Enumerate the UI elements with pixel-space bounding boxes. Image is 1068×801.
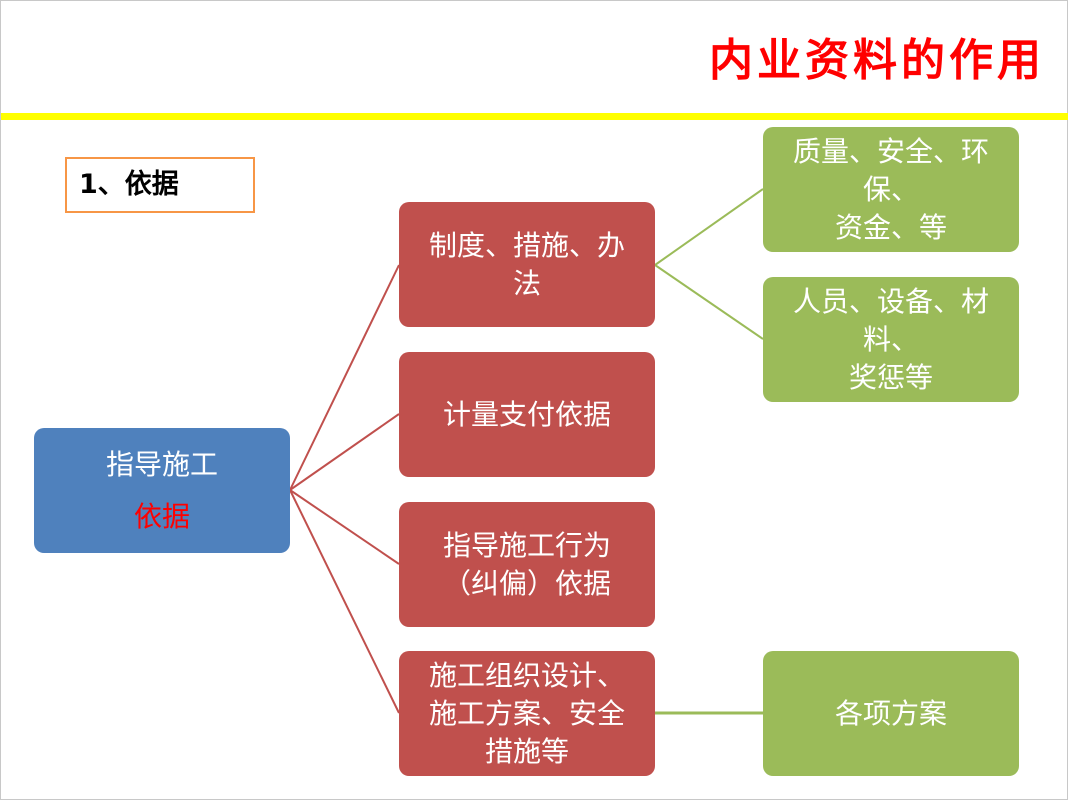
section-label: 1、依据 (65, 157, 255, 213)
leaf-node-line: 奖惩等 (848, 360, 933, 394)
leaf-node-line: 资金、等 (834, 210, 947, 244)
leaf-node-quality-safety: 质量、安全、环保、 资金、等 (763, 127, 1019, 252)
branch-node-payment-basis: 计量支付依据 (399, 352, 655, 477)
branch-node-line: 措施等 (484, 734, 569, 768)
branch-node-line: 制度、措施、办 (428, 228, 625, 262)
branch-node-line: 施工组织设计、 (428, 658, 625, 692)
root-node-label: 指导施工 (105, 447, 218, 481)
branch-node-line: 施工方案、安全 (428, 696, 625, 730)
connector-branch1-leaf-1 (654, 188, 764, 266)
branch-node-line: 法 (512, 266, 541, 300)
branch-node-line: （纠偏）依据 (442, 566, 611, 600)
connector-root-branch-4 (289, 489, 400, 714)
leaf-node-line: 质量、安全、环保、 (792, 134, 989, 206)
slide-title: 内业资料的作用 (709, 35, 1045, 86)
leaf-node-all-plans: 各项方案 (763, 651, 1019, 776)
branch-node-line: 指导施工行为 (442, 528, 611, 562)
branch-node-line: 计量支付依据 (442, 397, 611, 431)
connector-root-branch-1 (289, 264, 400, 491)
leaf-node-line: 各项方案 (834, 696, 947, 730)
title-divider (1, 113, 1068, 120)
branch-node-construction-plans: 施工组织设计、 施工方案、安全 措施等 (399, 651, 655, 776)
leaf-node-personnel-equipment: 人员、设备、材料、 奖惩等 (763, 277, 1019, 402)
connector-branch1-leaf-2 (654, 264, 764, 340)
branch-node-construction-guidance: 指导施工行为 （纠偏）依据 (399, 502, 655, 627)
connector-root-branch-3 (289, 489, 400, 565)
branch-node-policies: 制度、措施、办 法 (399, 202, 655, 327)
leaf-node-line: 人员、设备、材料、 (792, 284, 989, 356)
root-node-emphasis: 依据 (133, 499, 190, 533)
root-node: 指导施工 依据 (34, 428, 290, 553)
connector-root-branch-2 (289, 413, 400, 491)
